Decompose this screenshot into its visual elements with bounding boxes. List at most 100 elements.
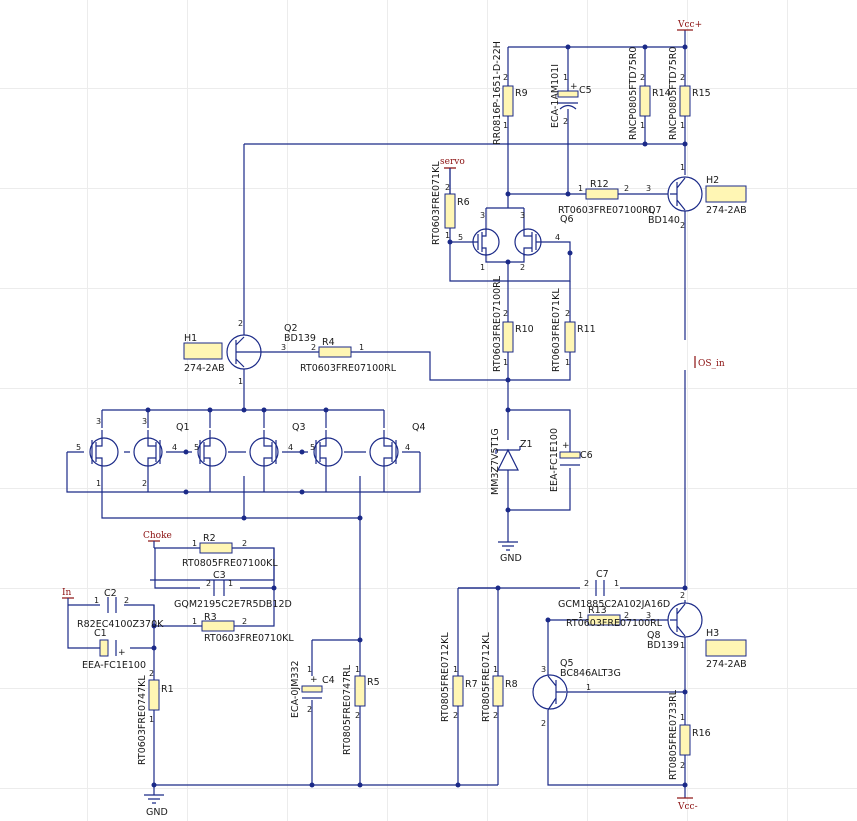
svg-text:3: 3	[541, 665, 546, 674]
svg-text:Vcc-: Vcc-	[677, 802, 698, 812]
svg-text:1: 1	[578, 611, 583, 620]
transistor-q7: Q7 BD140	[648, 176, 703, 226]
svg-text:R6: R6	[457, 197, 470, 208]
wires	[66, 30, 686, 798]
svg-text:4: 4	[405, 443, 410, 452]
svg-text:2: 2	[680, 591, 685, 600]
svg-text:R3: R3	[204, 612, 217, 623]
svg-text:274-2AB: 274-2AB	[706, 659, 747, 670]
svg-text:RT0805FRE0712KL: RT0805FRE0712KL	[481, 632, 492, 722]
svg-text:RT0603FRE0747KL: RT0603FRE0747KL	[137, 675, 148, 765]
svg-text:2: 2	[149, 669, 154, 678]
svg-text:Z1: Z1	[520, 439, 533, 450]
svg-text:RNCP0805FTD75R0: RNCP0805FTD75R0	[628, 47, 639, 140]
svg-text:R16: R16	[692, 728, 711, 739]
svg-text:2: 2	[563, 117, 568, 126]
svg-text:EEA-FC1E100: EEA-FC1E100	[82, 660, 146, 671]
svg-text:C5: C5	[579, 85, 592, 96]
svg-text:servo: servo	[440, 157, 465, 167]
svg-text:Q2: Q2	[284, 323, 298, 334]
capacitor-c6: C6 + EEA-FC1E100	[549, 428, 593, 492]
resistor-r9: R9 RR0816P-1651-D-22H	[492, 41, 528, 145]
svg-text:RT0805FRE0733RL: RT0805FRE0733RL	[668, 689, 679, 780]
svg-text:1: 1	[503, 121, 508, 130]
svg-text:2: 2	[640, 73, 645, 82]
capacitor-c3: C3 GQM2195C2E7R5DB12D	[174, 570, 292, 610]
svg-text:1: 1	[565, 358, 570, 367]
svg-text:R2: R2	[203, 533, 216, 544]
svg-text:RR0816P-1651-D-22H: RR0816P-1651-D-22H	[492, 41, 503, 145]
svg-text:BD139: BD139	[647, 640, 679, 651]
svg-text:H1: H1	[184, 333, 197, 344]
svg-text:2: 2	[307, 705, 312, 714]
svg-text:4: 4	[172, 443, 177, 452]
svg-text:4: 4	[288, 443, 293, 452]
svg-text:BC846ALT3G: BC846ALT3G	[560, 668, 621, 679]
svg-text:R10: R10	[515, 324, 534, 335]
resistor-r8: R8 RT0805FRE0712KL	[481, 632, 518, 722]
svg-text:1: 1	[640, 121, 645, 130]
svg-text:2: 2	[124, 596, 129, 605]
svg-text:2: 2	[355, 711, 360, 720]
svg-text:2: 2	[206, 579, 211, 588]
heatsink-h1: H1 274-2AB	[183, 333, 225, 374]
svg-text:R12: R12	[590, 179, 609, 190]
svg-text:BD139: BD139	[284, 333, 316, 344]
svg-text:R15: R15	[692, 88, 711, 99]
svg-text:RT0603FRE071KL: RT0603FRE071KL	[431, 161, 442, 245]
svg-text:Q8: Q8	[647, 630, 661, 641]
pin-numbers: 2 1 1 2 2 1 2 1 1 2 1 2 3 2 1 5 4 3 3 1 …	[76, 73, 685, 770]
capacitor-c7: C7 GCM1885C2A102JA16D	[558, 569, 670, 610]
svg-text:RT0603FRE07100RL: RT0603FRE07100RL	[566, 618, 663, 629]
svg-text:In: In	[62, 588, 72, 598]
svg-text:R1: R1	[161, 684, 174, 695]
svg-text:1: 1	[355, 665, 360, 674]
svg-text:3: 3	[281, 343, 286, 352]
svg-text:Q5: Q5	[560, 658, 574, 669]
svg-text:274-2AB: 274-2AB	[706, 205, 747, 216]
svg-text:GND: GND	[500, 553, 522, 564]
svg-text:1: 1	[359, 343, 364, 352]
svg-text:C1: C1	[94, 628, 107, 639]
svg-text:C2: C2	[104, 588, 117, 599]
svg-text:RT0805FRE0747RL: RT0805FRE0747RL	[342, 664, 353, 755]
svg-text:2: 2	[503, 73, 508, 82]
svg-text:3: 3	[646, 184, 651, 193]
svg-text:GCM1885C2A102JA16D: GCM1885C2A102JA16D	[558, 599, 670, 610]
svg-text:H3: H3	[706, 628, 719, 639]
svg-text:1: 1	[228, 579, 233, 588]
svg-text:RT0603FRE071KL: RT0603FRE071KL	[551, 288, 562, 372]
svg-text:R9: R9	[515, 88, 528, 99]
svg-text:1: 1	[480, 263, 485, 272]
svg-text:R82EC4100Z370K: R82EC4100Z370K	[77, 619, 164, 630]
svg-text:Q4: Q4	[412, 422, 426, 433]
svg-text:RT0603FRE07100RL: RT0603FRE07100RL	[558, 205, 655, 216]
mosfet-q6: Q6	[470, 214, 574, 256]
resistor-r11: R11 RT0603FRE071KL	[551, 288, 596, 372]
svg-text:MM3Z7V5T1G: MM3Z7V5T1G	[490, 428, 501, 495]
port-servo: servo	[440, 157, 465, 194]
port-vcc-pos: Vcc+	[677, 20, 702, 31]
svg-text:Vcc+: Vcc+	[677, 20, 702, 30]
svg-text:R4: R4	[322, 337, 335, 348]
svg-text:C7: C7	[596, 569, 609, 580]
svg-text:1: 1	[493, 665, 498, 674]
svg-text:2: 2	[565, 309, 570, 318]
svg-text:2: 2	[311, 343, 316, 352]
svg-text:3: 3	[480, 211, 485, 220]
svg-text:2: 2	[680, 761, 685, 770]
svg-text:2: 2	[453, 711, 458, 720]
svg-text:+: +	[310, 675, 318, 685]
svg-text:Q3: Q3	[292, 422, 306, 433]
svg-text:ECA-1AM101I: ECA-1AM101I	[550, 64, 561, 128]
svg-text:1: 1	[578, 184, 583, 193]
svg-text:RT0805FRE07100KL: RT0805FRE07100KL	[182, 558, 278, 569]
svg-text:R5: R5	[367, 677, 380, 688]
svg-text:1: 1	[680, 641, 685, 650]
svg-text:R8: R8	[505, 679, 518, 690]
svg-text:C3: C3	[213, 570, 226, 581]
resistor-r13: R13 RT0603FRE07100RL	[566, 605, 663, 629]
capacitor-c5: C5 + ECA-1AM101I	[550, 64, 592, 128]
svg-text:5: 5	[458, 233, 463, 242]
